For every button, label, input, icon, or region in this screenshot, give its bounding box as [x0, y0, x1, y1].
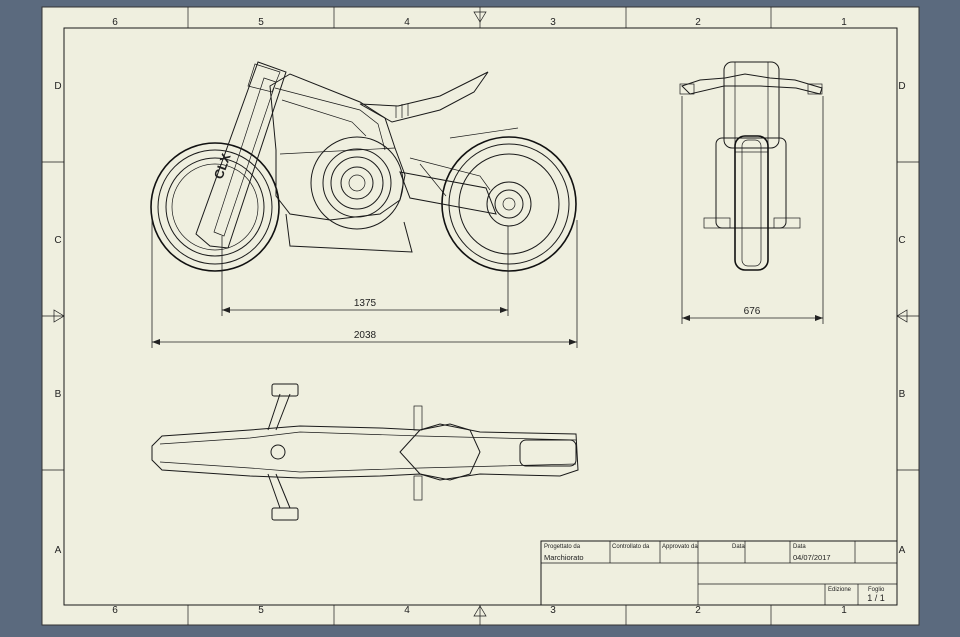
row-label-right: D [898, 81, 905, 92]
row-label-right: A [899, 545, 906, 556]
date-label-1: Data [732, 544, 745, 550]
column-label-bottom: 5 [258, 605, 264, 616]
inner-frame [63, 27, 898, 606]
edition-label: Edizione [828, 587, 852, 593]
column-label-bottom: 4 [404, 605, 410, 616]
column-labels-top: 6 5 4 3 2 1 [112, 17, 847, 28]
row-labels-right: D C B A [898, 81, 905, 556]
column-label-bottom: 3 [550, 605, 556, 616]
row-label-left: A [55, 545, 62, 556]
paper [41, 6, 920, 626]
column-label-top: 6 [112, 17, 118, 28]
row-label-right: B [899, 389, 906, 400]
checked-by-label: Controllato da [612, 544, 650, 550]
row-label-left: D [54, 81, 61, 92]
sheet-value: 1 / 1 [867, 593, 885, 603]
designed-by-label: Progettato da [544, 544, 581, 550]
side-dimensions [151, 220, 578, 348]
dim-overall-length: 2038 [354, 330, 377, 341]
side-view: CLX 1375 2038 [150, 61, 578, 348]
column-label-bottom: 2 [695, 605, 701, 616]
approved-by-label: Approvato da [662, 544, 698, 550]
front-fork [195, 61, 287, 249]
column-label-top: 2 [695, 17, 701, 28]
date-value: 04/07/2017 [793, 553, 831, 562]
row-label-left: B [55, 389, 62, 400]
front-wheel [150, 142, 280, 272]
row-labels-left: D C B A [54, 81, 61, 556]
column-label-bottom: 1 [841, 605, 847, 616]
frame [269, 73, 497, 253]
dim-wheelbase: 1375 [354, 298, 377, 309]
zone-ticks [42, 7, 919, 625]
column-label-top: 4 [404, 17, 410, 28]
center-markers [42, 7, 919, 625]
column-label-top: 5 [258, 17, 264, 28]
top-view [151, 383, 579, 521]
column-labels-bottom: 6 5 4 3 2 1 [112, 605, 847, 616]
column-label-bottom: 6 [112, 605, 118, 616]
title-block [540, 540, 898, 606]
row-label-left: C [54, 235, 61, 246]
seat-tail [359, 71, 519, 139]
column-label-top: 3 [550, 17, 556, 28]
sheet-label: Foglio [868, 587, 885, 593]
designed-by-value: Marchiorato [544, 553, 584, 562]
column-label-top: 1 [841, 17, 847, 28]
dim-width: 676 [744, 306, 761, 317]
front-view [679, 61, 824, 324]
date-label-2: Data [793, 544, 806, 550]
hub-motor [310, 136, 404, 230]
row-label-right: C [898, 235, 905, 246]
